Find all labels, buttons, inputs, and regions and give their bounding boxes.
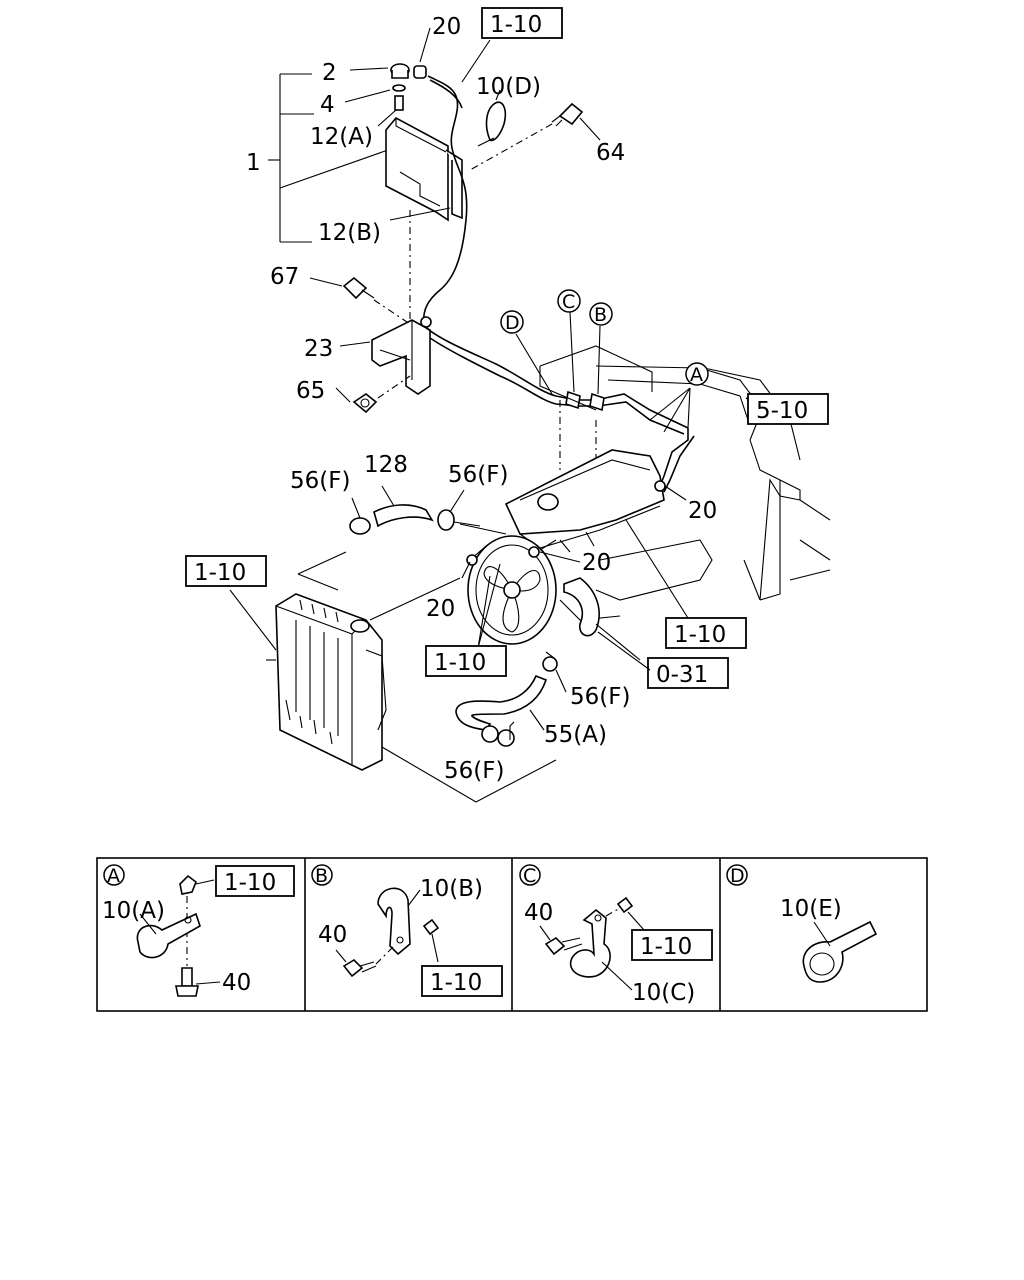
panel-b-ref: 1-10 bbox=[430, 970, 482, 996]
ref-fan-text: 1-10 bbox=[434, 650, 486, 676]
marker-c bbox=[557, 289, 581, 313]
callout-56f-b: 56(F) bbox=[448, 462, 508, 488]
panel-b-part: 10(B) bbox=[420, 876, 483, 902]
ref-box-left bbox=[185, 555, 267, 587]
ref-top-text: 1-10 bbox=[490, 12, 542, 38]
panel-d-part: 10(E) bbox=[780, 896, 842, 922]
callout-67: 67 bbox=[270, 264, 299, 290]
panel-b-bolt: 40 bbox=[318, 922, 347, 948]
ref-box-5-10 bbox=[747, 393, 829, 425]
ref-left-text: 1-10 bbox=[194, 560, 246, 586]
callout-20-fan: 20 bbox=[426, 596, 455, 622]
callout-56f-a: 56(F) bbox=[290, 468, 350, 494]
ref-box-top bbox=[481, 7, 563, 39]
reserve-tank-assembly bbox=[268, 27, 601, 327]
callout-55a: 55(A) bbox=[544, 722, 607, 748]
callout-65: 65 bbox=[296, 378, 325, 404]
ref-5-10-text: 5-10 bbox=[756, 398, 808, 424]
callout-labels: 20 2 4 12(A) 1 12(B) 10(D) 64 67 23 65 5… bbox=[246, 14, 717, 784]
panel-d-letter: D bbox=[730, 865, 745, 887]
ref-engine-text: 1-10 bbox=[674, 622, 726, 648]
panel-c-ref: 1-10 bbox=[640, 934, 692, 960]
detail-panel-a: A 1-10 10(A) 40 bbox=[102, 864, 295, 997]
ref-box-fan bbox=[425, 645, 507, 677]
detail-panel-c: C 40 1-10 10(C) bbox=[519, 864, 713, 1006]
overflow-hose-route bbox=[423, 311, 695, 493]
callout-4: 4 bbox=[320, 92, 335, 118]
mount-bracket bbox=[309, 276, 432, 414]
callout-20-mid: 20 bbox=[582, 550, 611, 576]
marker-b bbox=[589, 302, 613, 326]
circle-markers: D C B A bbox=[500, 289, 709, 386]
marker-b-letter: B bbox=[594, 304, 607, 326]
panel-a-bolt: 40 bbox=[222, 970, 251, 996]
cooling-fan bbox=[461, 535, 581, 649]
ref-box-engine bbox=[665, 617, 747, 649]
callout-12b: 12(B) bbox=[318, 220, 381, 246]
panel-a-ref: 1-10 bbox=[224, 870, 276, 896]
detail-panel-d: D 10(E) bbox=[726, 864, 878, 983]
callout-1: 1 bbox=[246, 150, 261, 176]
marker-d bbox=[500, 310, 524, 334]
ref-box-0-31 bbox=[647, 657, 729, 689]
panel-a-letter: A bbox=[107, 865, 120, 887]
callout-56f-c: 56(F) bbox=[570, 684, 630, 710]
panel-c-part: 10(C) bbox=[632, 980, 695, 1006]
panel-a-part: 10(A) bbox=[102, 898, 165, 924]
callout-12a: 12(A) bbox=[310, 124, 373, 150]
marker-a bbox=[685, 362, 709, 386]
panel-c-letter: C bbox=[523, 865, 536, 887]
callout-23: 23 bbox=[304, 336, 333, 362]
callout-10d: 10(D) bbox=[476, 74, 541, 100]
callout-56f-d: 56(F) bbox=[444, 758, 504, 784]
callout-2: 2 bbox=[322, 60, 337, 86]
marker-a-letter: A bbox=[690, 364, 703, 386]
callout-20-right: 20 bbox=[688, 498, 717, 524]
callout-128: 128 bbox=[364, 452, 408, 478]
callout-64: 64 bbox=[596, 140, 625, 166]
radiator bbox=[229, 589, 387, 771]
reference-boxes: 1-10 5-10 1-10 1-10 1-10 0-31 bbox=[185, 7, 829, 689]
detail-panels: A 1-10 10(A) 40 B 10(B) 40 1-10 bbox=[96, 857, 928, 1012]
ref-0-31-text: 0-31 bbox=[656, 662, 708, 688]
engine bbox=[504, 449, 713, 621]
detail-panel-b: B 10(B) 40 1-10 bbox=[311, 864, 503, 997]
panel-b-letter: B bbox=[315, 865, 328, 887]
panel-c-bolt: 40 bbox=[524, 900, 553, 926]
radiator-hoses bbox=[297, 485, 641, 803]
callout-20-top: 20 bbox=[432, 14, 461, 40]
marker-c-letter: C bbox=[562, 291, 575, 313]
marker-d-letter: D bbox=[505, 312, 520, 334]
